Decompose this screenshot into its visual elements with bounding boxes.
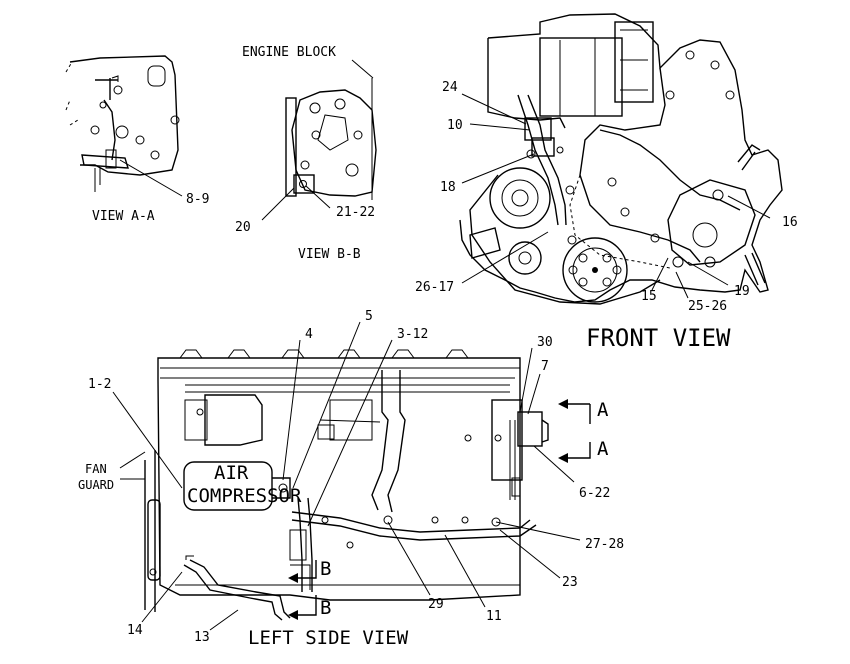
engine-block-label: ENGINE BLOCK (242, 45, 336, 60)
leader-27-28 (495, 521, 581, 541)
left-side-drawing (144, 349, 549, 621)
fan-label: FAN (85, 462, 107, 476)
view-bb-drawing (285, 78, 377, 200)
callout-8-9: 8-9 (186, 192, 209, 207)
section-a-bottom: A (597, 438, 609, 460)
section-a-top: A (597, 399, 609, 421)
leader-18 (461, 153, 535, 184)
section-marker-b (288, 560, 317, 620)
callout-19: 19 (734, 284, 750, 299)
left-side-view-title: LEFT SIDE VIEW (248, 627, 409, 649)
leader-26-17 (461, 231, 549, 284)
callout-20: 20 (235, 220, 251, 235)
leader-11 (444, 534, 486, 608)
leader-6-22 (533, 445, 575, 483)
front-view-title: FRONT VIEW (586, 324, 731, 352)
callout-3-12: 3-12 (397, 327, 428, 342)
callout-23: 23 (562, 575, 578, 590)
leader-7 (527, 373, 541, 415)
leader-29 (387, 521, 431, 596)
leader-13 (209, 609, 239, 631)
leader-20 (261, 187, 295, 221)
air-label: AIR (214, 462, 249, 484)
air-compressor-body (183, 461, 273, 511)
callout-16: 16 (782, 215, 798, 230)
callout-11: 11 (486, 609, 502, 624)
leader-24 (461, 93, 527, 125)
callout-26-17: 26-17 (415, 280, 454, 295)
callout-6-22: 6-22 (579, 486, 610, 501)
view-aa-title: VIEW A-A (92, 209, 155, 224)
leader-19 (687, 261, 729, 286)
leader-10 (469, 123, 531, 131)
section-b-bottom: B (320, 597, 331, 619)
leader-30 (519, 347, 533, 413)
callout-21-22: 21-22 (336, 205, 375, 220)
callout-13: 13 (194, 630, 210, 645)
callout-14: 14 (127, 623, 143, 638)
leader-25-26 (675, 271, 689, 299)
leader-3-12 (307, 339, 393, 527)
front-view-drawing (459, 13, 783, 305)
section-marker-a (558, 399, 591, 463)
callout-18: 18 (440, 180, 456, 195)
leader-23 (499, 529, 561, 579)
view-bb-title: VIEW B-B (298, 247, 361, 262)
guard-label: GUARD (78, 478, 114, 492)
callout-24: 24 (442, 80, 458, 95)
callout-10: 10 (447, 118, 463, 133)
callout-27-28: 27-28 (585, 537, 624, 552)
leader-16 (727, 195, 771, 219)
callout-4: 4 (305, 327, 313, 342)
leader-8-9 (119, 159, 183, 197)
leader-4 (282, 339, 301, 481)
section-b-top: B (320, 558, 331, 580)
leader-1-2 (112, 391, 183, 489)
callout-1-2: 1-2 (88, 377, 111, 392)
leader-21-22 (305, 185, 331, 209)
callout-30: 30 (537, 335, 553, 350)
callout-7: 7 (541, 359, 549, 374)
view-aa-drawing (65, 55, 180, 192)
compressor-label: COMPRESSOR (187, 485, 302, 507)
callout-25-26: 25-26 (688, 299, 727, 314)
leader-5 (292, 321, 361, 489)
callout-29: 29 (428, 597, 444, 612)
leader-14 (141, 571, 183, 623)
callout-15: 15 (641, 289, 657, 304)
leader-15 (651, 257, 669, 291)
callout-5: 5 (365, 309, 373, 324)
